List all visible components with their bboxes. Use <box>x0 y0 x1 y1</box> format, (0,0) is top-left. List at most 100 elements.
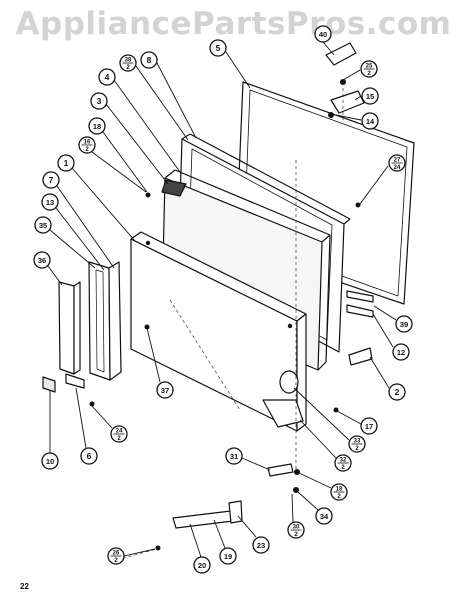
callout-23: 23 <box>252 536 270 554</box>
callout-24-2-bottom-label: 2 <box>117 436 121 442</box>
part-1-door-panel <box>130 231 307 432</box>
callout-33-2-bottom-label: 2 <box>355 446 359 452</box>
callout-35-bubble <box>34 216 52 234</box>
callout-39-label: 39 <box>400 320 408 329</box>
callout-40: 40 <box>314 25 332 43</box>
callout-4: 4 <box>98 68 116 86</box>
callout-26-2-top-label: 26 <box>113 551 120 557</box>
callout-26-2: 262 <box>107 547 125 565</box>
callout-6-label: 6 <box>87 451 92 461</box>
callout-5-label: 5 <box>216 43 221 53</box>
callout-12-label: 12 <box>397 348 405 357</box>
callout-3: 3 <box>90 92 108 110</box>
callout-16-2-top-label: 16 <box>84 140 91 146</box>
callout-18-bubble <box>88 117 106 135</box>
callout-32-2: 322 <box>334 454 352 472</box>
callout-25-2-top-label: 25 <box>366 64 373 70</box>
callout-26-2-bottom-label: 2 <box>114 558 118 564</box>
side-strips <box>42 261 122 393</box>
callout-14-label: 14 <box>366 117 375 126</box>
callout-27-24-top-label: 27 <box>394 158 401 164</box>
leader-lines <box>47 41 397 558</box>
callout-7: 7 <box>42 171 60 189</box>
callout-37-label: 37 <box>161 386 169 395</box>
page-number: 22 <box>20 582 29 591</box>
callout-15-label: 15 <box>366 92 374 101</box>
callout-8-bubble <box>140 51 158 69</box>
callout-35: 35 <box>34 216 52 234</box>
callout-15: 15 <box>361 87 379 105</box>
callout-2-bubble <box>388 383 406 401</box>
watermark: AppliancePartsPros.com <box>15 6 452 42</box>
callout-13-label: 13 <box>46 198 54 207</box>
callout-4-label: 4 <box>105 72 110 82</box>
callout-17-bubble <box>360 417 378 435</box>
callout-40-bubble <box>314 25 332 43</box>
callout-33-2-top-label: 33 <box>354 439 361 445</box>
callout-18-2-bottom-label: 2 <box>337 494 341 500</box>
callout-35-label: 35 <box>39 221 47 230</box>
callout-30-2-bottom-label: 2 <box>294 532 298 538</box>
callout-1: 1 <box>57 154 75 172</box>
callout-12-bubble <box>392 343 410 361</box>
callout-32-2-top-label: 32 <box>340 458 347 464</box>
callout-1-bubble <box>57 154 75 172</box>
callout-3-label: 3 <box>97 96 102 106</box>
callout-12: 12 <box>392 343 410 361</box>
callout-18: 18 <box>88 117 106 135</box>
callout-37-bubble <box>156 381 174 399</box>
callout-17-label: 17 <box>365 422 373 431</box>
callout-2: 2 <box>388 383 406 401</box>
callout-10-label: 10 <box>46 457 54 466</box>
callout-10: 10 <box>41 452 59 470</box>
callout-17: 17 <box>360 417 378 435</box>
callout-38-2: 382 <box>119 54 137 72</box>
callout-5-bubble <box>209 39 227 57</box>
callout-18-label: 18 <box>93 122 101 131</box>
callout-19-bubble <box>219 547 237 565</box>
callout-10-bubble <box>41 452 59 470</box>
callout-33-2: 332 <box>348 435 366 453</box>
callout-36-label: 36 <box>38 256 46 265</box>
callout-30-2: 302 <box>287 521 305 539</box>
callout-24-2-top-label: 24 <box>116 429 123 435</box>
callout-18-2: 182 <box>330 483 348 501</box>
callout-15-bubble <box>361 87 379 105</box>
callout-2-label: 2 <box>395 387 400 397</box>
callout-13-bubble <box>41 193 59 211</box>
callout-36-bubble <box>33 251 51 269</box>
callout-34-bubble <box>315 507 333 525</box>
callout-25-2: 252 <box>360 60 378 78</box>
callout-31-label: 31 <box>230 452 238 461</box>
callout-32-2-bottom-label: 2 <box>341 465 345 471</box>
callout-7-bubble <box>42 171 60 189</box>
callout-23-label: 23 <box>257 541 265 550</box>
callout-34: 34 <box>315 507 333 525</box>
callout-25-2-bottom-label: 2 <box>367 71 371 77</box>
callout-19: 19 <box>219 547 237 565</box>
callout-13: 13 <box>41 193 59 211</box>
callout-19-label: 19 <box>224 552 232 561</box>
callout-6: 6 <box>80 447 98 465</box>
callout-23-bubble <box>252 536 270 554</box>
callout-31: 31 <box>225 447 243 465</box>
callout-14-bubble <box>361 112 379 130</box>
callout-36: 36 <box>33 251 51 269</box>
callout-8-label: 8 <box>147 55 152 65</box>
callout-38-2-bottom-label: 2 <box>126 65 130 71</box>
callout-24-2: 242 <box>110 425 128 443</box>
callout-39: 39 <box>395 315 413 333</box>
callout-6-bubble <box>80 447 98 465</box>
callout-14: 14 <box>361 112 379 130</box>
callout-30-2-top-label: 30 <box>293 525 300 531</box>
callout-40-label: 40 <box>319 30 327 39</box>
callout-layer: 4025215145382843181621713353627243912237… <box>33 25 413 574</box>
callout-18-2-top-label: 18 <box>336 487 343 493</box>
callout-31-bubble <box>225 447 243 465</box>
callout-7-label: 7 <box>49 175 54 185</box>
callout-16-2: 162 <box>78 136 96 154</box>
callout-39-bubble <box>395 315 413 333</box>
top-hinge-assembly <box>325 42 365 118</box>
